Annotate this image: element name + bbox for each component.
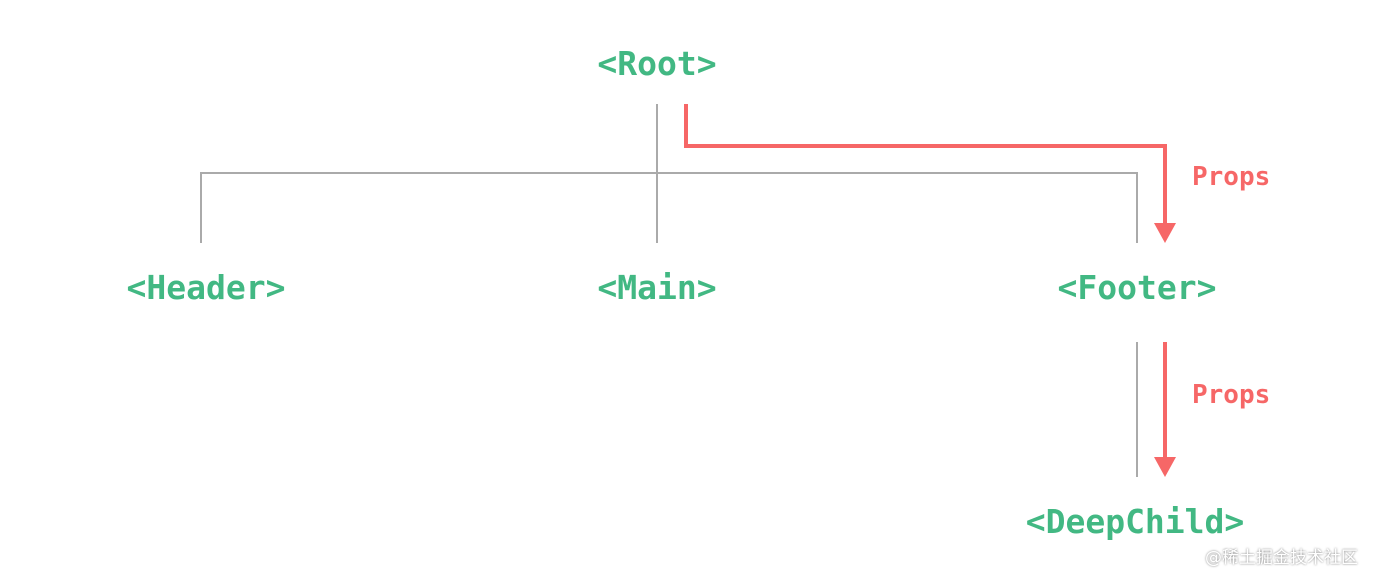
arrowhead-to-deepchild: [1154, 457, 1176, 477]
props-arrows: [684, 104, 1167, 460]
root-node: <Root>: [597, 44, 717, 83]
props-label-footer-to-deepchild: Props: [1192, 380, 1271, 410]
arrowhead-to-footer: [1154, 223, 1176, 243]
watermark: @稀土掘金技术社区: [1205, 548, 1358, 568]
main-node: <Main>: [597, 268, 717, 307]
children-bus-line: [200, 172, 1138, 243]
deep-child-node: <DeepChild>: [1025, 502, 1245, 541]
tree-lines: [200, 104, 1138, 477]
props-arrowheads: [1154, 223, 1176, 477]
header-node: <Header>: [126, 268, 286, 307]
footer-node: <Footer>: [1057, 268, 1217, 307]
props-arrow-root-to-footer: [684, 104, 1167, 226]
props-label-root-to-footer: Props: [1192, 162, 1271, 192]
